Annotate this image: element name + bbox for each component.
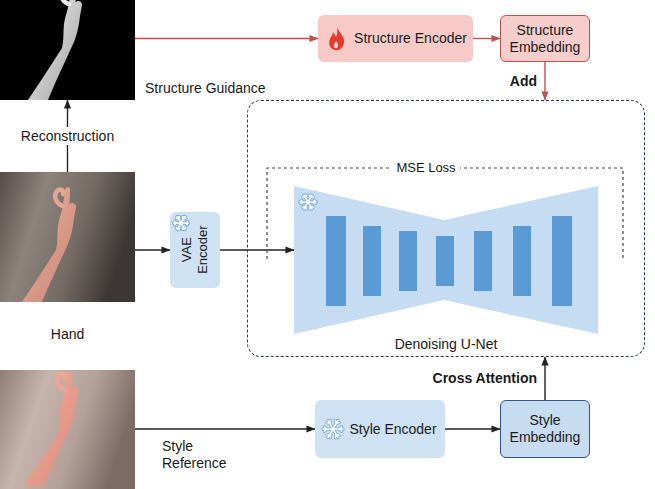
node-label: Style Encoder [349,421,436,438]
encoder-trapezoid [294,186,444,334]
node-label: Denoising U-Net [294,336,598,353]
fire-icon [327,27,345,51]
model-region: Denoising U-Net MSE Loss [247,100,645,357]
embedding-box: Style Embedding [500,400,590,458]
decoder-trapezoid [444,186,598,334]
node-label: Structure Guidance [145,80,280,97]
frozen-icon [172,214,190,232]
snowflake-outline [174,217,189,230]
photo [0,172,135,302]
feature-layer [552,216,572,306]
mse-loss-line [267,168,623,259]
feature-layer [436,236,454,286]
guidance-image: Structure Guidance [0,0,135,100]
snowflake-icon [174,217,189,230]
encoder-box: VAE Encoder [170,212,220,288]
node-label: Hand [0,326,135,343]
photo [0,0,135,100]
frozen-icon [321,417,345,441]
hand-shape [22,187,76,302]
finger-curl [61,0,69,4]
snowflake-icon [323,420,343,437]
finger-curl [57,374,65,390]
hand-mask [28,0,82,100]
hand-photo [24,371,78,486]
finger-curl [55,190,63,206]
snowflake-outline [323,420,343,437]
feature-layer [363,226,381,296]
encoder-box: Style Encoder [315,400,445,458]
frozen-icon [300,195,316,209]
feature-layer [326,216,346,306]
node-label: Structure Encoder [354,30,467,47]
edge-label-holder: Reconstruction [18,127,117,146]
style-image: Style Reference [0,370,135,489]
snowflake-icon [300,195,316,209]
feature-layer [399,231,417,291]
flow-arrow [445,428,500,429]
flow-arrow [135,428,315,429]
photo [0,370,135,489]
unet-block: Denoising U-Net [294,186,598,334]
feature-layer [474,231,492,291]
edge-label: Add [510,73,537,90]
node-label: Style Reference [162,438,242,472]
flame-core [334,41,338,48]
flow-arrow [544,62,545,100]
unet-shape [294,186,598,334]
node-label: Structure Embedding [506,22,584,56]
flow-arrow [473,38,500,39]
flow-arrow [135,249,170,250]
edge-label: Reconstruction [18,127,117,146]
flame-shape [329,27,344,50]
edge-label-holder: Cross Attention [433,370,537,387]
flow-arrow [135,38,318,39]
edge-label: Cross Attention [433,370,537,387]
flow-arrow [220,249,294,250]
node-label: VAE Encoder [179,222,210,278]
hand-shape [28,0,82,100]
feature-layer [513,226,531,296]
flow-arrow [544,357,545,400]
hand-photo [22,187,76,302]
node-label: Style Embedding [506,412,584,446]
photo-ground [0,370,135,489]
embedding-box: Structure Embedding [500,15,590,62]
photo-ground [0,172,135,302]
node-label: MSE Loss [392,160,459,176]
loss-loop [248,101,646,358]
hand-image: Hand [0,172,135,302]
hand-shape [24,371,78,486]
snowflake-outline [300,195,316,209]
edge-label-holder: Add [510,73,537,90]
encoder-box: Structure Encoder [318,15,473,62]
